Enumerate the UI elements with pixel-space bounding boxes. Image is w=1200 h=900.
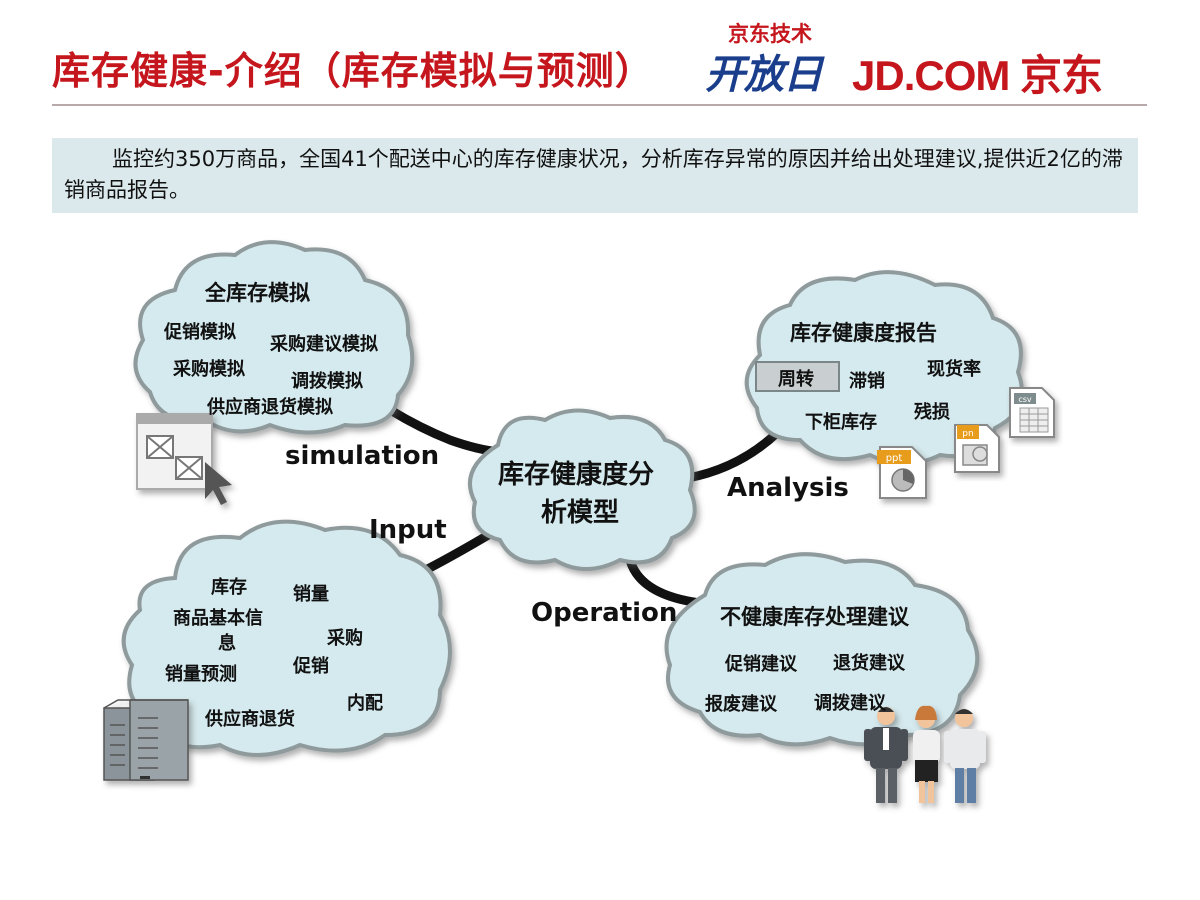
connector-analysis xyxy=(683,427,783,483)
intro-text-box: 监控约350万商品，全国41个配送中心的库存健康状况，分析库存异常的原因并给出处… xyxy=(52,138,1138,213)
cloud-operation xyxy=(664,552,980,747)
connector-label-input: Input xyxy=(369,515,447,545)
operation-item: 促销建议 xyxy=(725,654,797,675)
slide-title: 库存健康-介绍（库存模拟与预测） xyxy=(52,49,654,93)
cloud-center xyxy=(468,408,697,571)
operation-item: 报废建议 xyxy=(705,694,777,715)
logo-subtitle: 京东技术 xyxy=(728,22,812,46)
simulation-item: 调拨模拟 xyxy=(291,371,363,392)
connector-label-analysis: Analysis xyxy=(727,473,849,503)
simulation-title: 全库存模拟 xyxy=(205,281,310,305)
input-item: 销量 xyxy=(293,584,329,605)
simulation-item: 供应商退货模拟 xyxy=(207,397,333,418)
operation-item: 退货建议 xyxy=(833,653,905,674)
ppt-file-icon: ppt xyxy=(877,446,927,499)
server-icon xyxy=(103,699,189,781)
connector-simulation xyxy=(387,406,505,457)
input-item: 采购 xyxy=(327,628,363,649)
logo-jd-brand: JD.COM 京东 xyxy=(852,52,1103,99)
analysis-item: 滞销 xyxy=(849,371,885,392)
people-icon xyxy=(864,705,986,803)
connector-label-operation: Operation xyxy=(531,598,678,628)
operation-item: 调拨建议 xyxy=(814,693,886,714)
input-item: 销量预测 xyxy=(165,664,237,685)
center-model-line2: 析模型 xyxy=(541,498,620,528)
simulation-item: 采购模拟 xyxy=(173,359,245,380)
csv-file-icon: csv xyxy=(1009,387,1055,438)
window-cursor-icon xyxy=(136,413,232,505)
analysis-title: 库存健康度报告 xyxy=(790,321,937,345)
simulation-item: 促销模拟 xyxy=(164,322,236,343)
input-item: 商品基本信 xyxy=(173,608,263,629)
cloud-input xyxy=(121,519,452,757)
file-label-ppt: ppt xyxy=(886,453,903,464)
cloud-simulation xyxy=(133,240,415,435)
file-label-pn: pn xyxy=(962,429,973,439)
analysis-highlight-box xyxy=(755,361,840,392)
title-divider xyxy=(52,104,1147,106)
input-item: 内配 xyxy=(347,693,383,714)
logo-open-day: 开放日 xyxy=(705,52,823,98)
file-label-csv: csv xyxy=(1018,395,1032,404)
input-item: 息 xyxy=(218,633,236,654)
analysis-item: 残损 xyxy=(914,402,950,423)
image-file-icon: pn xyxy=(954,424,1000,473)
analysis-item: 现货率 xyxy=(927,359,981,380)
center-model-line1: 库存健康度分 xyxy=(498,460,655,490)
connector-label-simulation: simulation xyxy=(285,441,440,471)
connector-operation xyxy=(625,555,705,608)
operation-title: 不健康库存处理建议 xyxy=(720,605,909,629)
simulation-item: 采购建议模拟 xyxy=(270,334,378,355)
analysis-item: 下柜库存 xyxy=(805,412,877,433)
input-item: 供应商退货 xyxy=(205,709,295,730)
input-item: 促销 xyxy=(293,656,329,677)
analysis-item-turnover: 周转 xyxy=(778,369,814,390)
input-item: 库存 xyxy=(211,577,247,598)
